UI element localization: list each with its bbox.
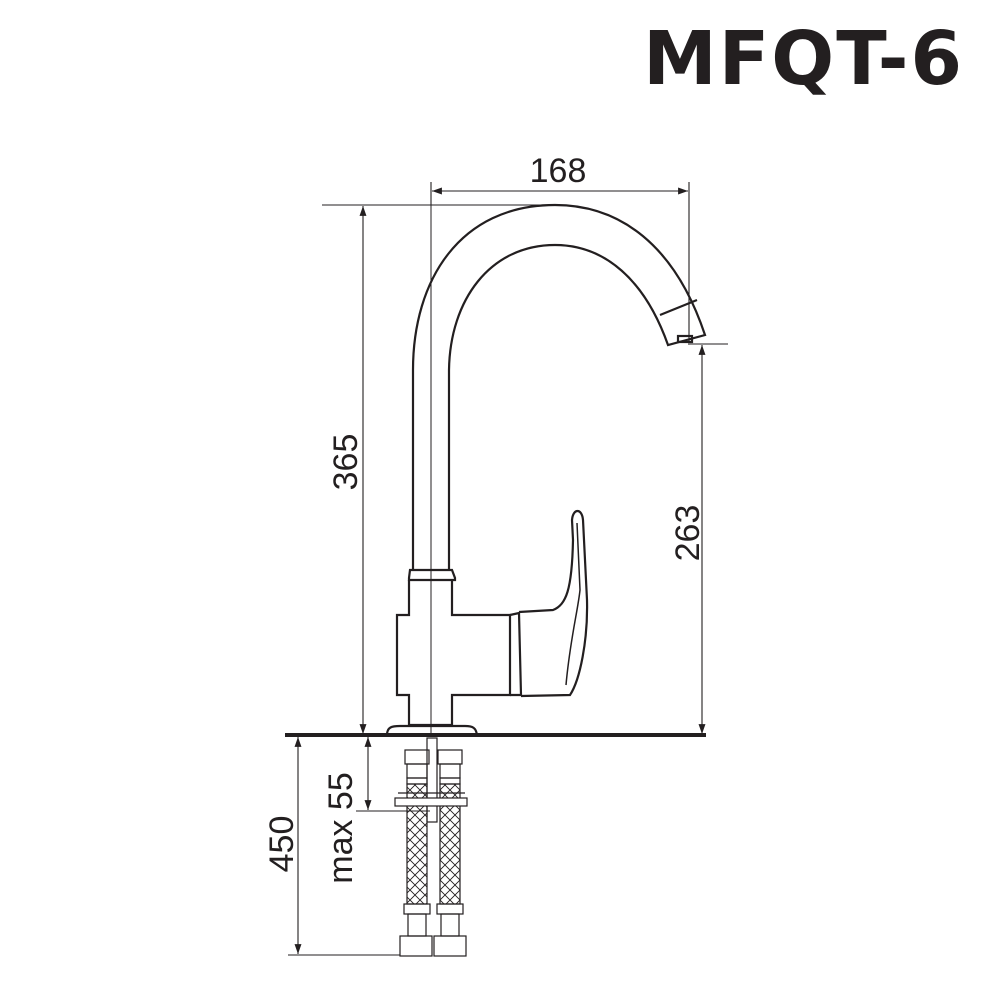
dimension-263-label: 263: [669, 505, 707, 562]
dimension-168-label: 168: [530, 152, 587, 190]
dimension-total-height: [322, 204, 555, 734]
dimension-spout-reach: [430, 182, 690, 345]
dimension-450-label: 450: [263, 816, 301, 873]
dimension-spout-height: [690, 343, 728, 734]
dimension-hose-length: [288, 737, 400, 956]
dimension-365-label: 365: [327, 434, 365, 491]
faucet-body: [385, 203, 707, 736]
dimension-max-countertop: [356, 737, 430, 812]
supply-hoses: [394, 737, 468, 957]
model-title: MFQT-6: [643, 16, 964, 102]
dimension-max55-label: max 55: [322, 772, 360, 884]
